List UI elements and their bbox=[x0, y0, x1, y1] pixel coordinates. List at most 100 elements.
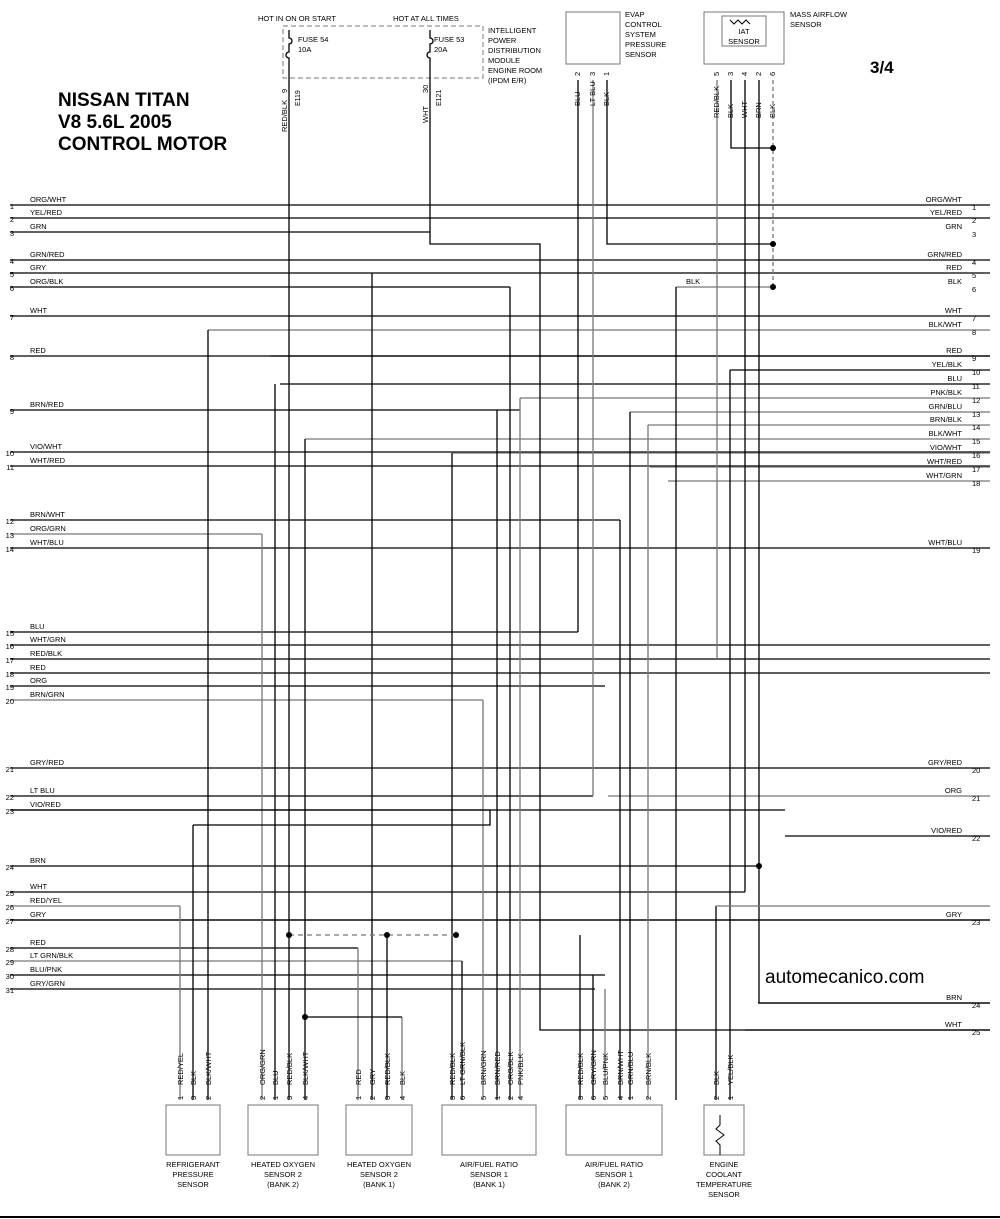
left-pin-number: 14 bbox=[6, 545, 14, 554]
wire-wht-fuse53 bbox=[429, 90, 990, 1031]
maf-pin: 2 bbox=[754, 72, 763, 76]
left-wire-label: BRN/GRN bbox=[30, 690, 65, 699]
af-b1-name: SENSOR 1 bbox=[470, 1170, 508, 1179]
ho2s2-b1-pin: 1 bbox=[354, 1096, 363, 1100]
ipdm-wire-color: WHT bbox=[421, 106, 430, 123]
left-wire-label: RED bbox=[30, 346, 46, 355]
title-line-3: CONTROL MOTOR bbox=[58, 134, 228, 155]
left-wire-label: LT BLU bbox=[30, 786, 55, 795]
af-b2-pin: 3 bbox=[576, 1096, 585, 1100]
right-pin-number: 23 bbox=[972, 918, 980, 927]
maf-wire-color: BLK bbox=[768, 104, 777, 118]
left-wire-label: LT GRN/BLK bbox=[30, 951, 73, 960]
af-b2-name: SENSOR 1 bbox=[595, 1170, 633, 1179]
ipdm-name: INTELLIGENT bbox=[488, 26, 537, 35]
iat-thermistor-icon bbox=[729, 19, 751, 25]
left-pin-number: 7 bbox=[10, 313, 14, 322]
ho2s2-b1-pin: 4 bbox=[398, 1096, 407, 1100]
left-pin-number: 5 bbox=[10, 270, 14, 279]
left-pin-number: 11 bbox=[6, 463, 14, 472]
left-wire-label: GRY/GRN bbox=[30, 979, 65, 988]
ipdm-connector: E119 bbox=[295, 90, 302, 106]
fuse54-amps: 10A bbox=[298, 45, 311, 54]
af-b1-wire-color: PNK/BLK bbox=[516, 1053, 525, 1085]
right-pin-number: 13 bbox=[972, 410, 980, 419]
fuse54-symbol bbox=[285, 30, 293, 90]
iat-label: SENSOR bbox=[728, 37, 760, 46]
af-b2-name: (BANK 2) bbox=[598, 1180, 630, 1189]
right-wire-label: WHT/BLU bbox=[928, 538, 962, 547]
ect-name: TEMPERATURE bbox=[696, 1180, 752, 1189]
right-wire-label: BLK bbox=[948, 277, 962, 286]
maf-sensor-name: MASS AIRFLOW bbox=[790, 10, 848, 19]
ipdm-name: POWER bbox=[488, 36, 517, 45]
ho2s2-b2-name: SENSOR 2 bbox=[264, 1170, 302, 1179]
maf-sensor-box bbox=[703, 11, 785, 65]
af-b2-pin: 2 bbox=[644, 1096, 653, 1100]
wires bbox=[10, 80, 990, 1100]
left-pin-number: 15 bbox=[6, 629, 14, 638]
refrigerant-name: REFRIGERANT bbox=[166, 1160, 220, 1169]
right-pin-number: 1 bbox=[972, 203, 976, 212]
page-number: 3/4 bbox=[870, 58, 894, 77]
ho2s2-b1-name: (BANK 1) bbox=[363, 1180, 395, 1189]
left-pin-number: 2 bbox=[10, 215, 14, 224]
evap-sensor-name: EVAP bbox=[625, 10, 644, 19]
af-b1-pin: 4 bbox=[516, 1096, 525, 1100]
refrigerant-box bbox=[165, 1104, 221, 1156]
wire-evap-blk bbox=[606, 80, 775, 245]
af-b1-wire-color: ORG/BLK bbox=[506, 1052, 515, 1085]
left-wire-label: GRN/RED bbox=[30, 250, 65, 259]
ect-box bbox=[703, 1104, 745, 1156]
refrigerant-name: SENSOR bbox=[177, 1180, 209, 1189]
ect-wire-color: BLK bbox=[712, 1071, 721, 1085]
left-wire-label: WHT bbox=[30, 306, 47, 315]
left-pin-number: 1 bbox=[10, 202, 14, 211]
af-b2-wire-color: BRN/WHT bbox=[616, 1050, 625, 1085]
diagram-title: NISSAN TITAN V8 5.6L 2005 CONTROL MOTOR bbox=[58, 90, 227, 156]
ipdm-box bbox=[282, 25, 484, 79]
af-b1-name: AIR/FUEL RATIO bbox=[460, 1160, 518, 1169]
maf-pin: 6 bbox=[768, 72, 777, 76]
ect-pin: 2 bbox=[712, 1096, 721, 1100]
right-wire-label: GRY/RED bbox=[928, 758, 963, 767]
right-pin-number: 8 bbox=[972, 328, 976, 337]
af-b1-wire-color: BRN/RED bbox=[493, 1051, 502, 1085]
ho2s2-b1-wire-color: GRY bbox=[368, 1069, 377, 1085]
left-pin-number: 20 bbox=[6, 697, 14, 706]
ho2s2-b2-wire-color: ORG/GRN bbox=[258, 1049, 267, 1085]
af-b1-wire-color: BRN/GRN bbox=[479, 1050, 488, 1085]
left-wire-label: WHT/BLU bbox=[30, 538, 64, 547]
left-pin-number: 10 bbox=[6, 449, 14, 458]
right-wire-label: VIO/RED bbox=[931, 826, 962, 835]
splice-dot bbox=[302, 1014, 308, 1020]
evap-wire-color: LT BLU bbox=[588, 81, 597, 106]
components bbox=[165, 11, 785, 1156]
title-line-1: NISSAN TITAN bbox=[58, 90, 190, 111]
ho2s2-b2-pin: 3 bbox=[285, 1096, 294, 1100]
left-wire-label: WHT bbox=[30, 882, 47, 891]
right-pin-number: 12 bbox=[972, 396, 980, 405]
left-wire-label: BLU/PNK bbox=[30, 965, 62, 974]
left-pin-number: 31 bbox=[6, 986, 14, 995]
right-pin-number: 6 bbox=[972, 285, 976, 294]
maf-wire-color: WHT bbox=[740, 101, 749, 118]
refrigerant-pin: 2 bbox=[204, 1096, 213, 1100]
ho2s2-b2-box bbox=[247, 1104, 319, 1156]
left-wire-label: VIO/RED bbox=[30, 800, 61, 809]
evap-wire-color: BLK bbox=[602, 92, 611, 106]
ho2s2-b2-name: (BANK 2) bbox=[267, 1180, 299, 1189]
left-pin-number: 25 bbox=[6, 889, 14, 898]
left-pin-number: 24 bbox=[6, 863, 14, 872]
ho2s2-b1-box bbox=[345, 1104, 413, 1156]
left-wire-label: BRN/RED bbox=[30, 400, 64, 409]
right-pin-number: 11 bbox=[972, 382, 980, 391]
left-pin-number: 22 bbox=[6, 793, 14, 802]
evap-pin: 2 bbox=[573, 72, 582, 76]
right-wire-label: GRN bbox=[945, 222, 962, 231]
right-wire-label: BRN/BLK bbox=[930, 415, 962, 424]
right-wire-label: RED bbox=[946, 263, 962, 272]
refrigerant-wire-color: RED/YEL bbox=[176, 1053, 185, 1085]
ipdm-name: (IPDM E/R) bbox=[488, 76, 527, 85]
fuse53-symbol bbox=[426, 30, 434, 90]
